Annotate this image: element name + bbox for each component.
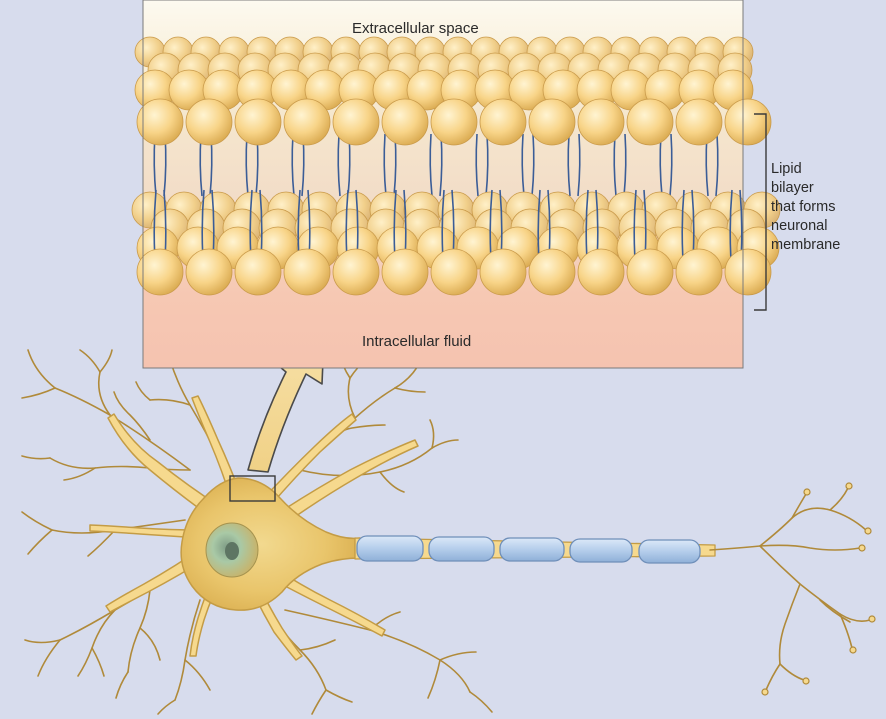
lipid-head xyxy=(676,99,722,145)
lipid-head xyxy=(186,99,232,145)
myelin-sheath xyxy=(357,536,700,563)
lipid-head xyxy=(333,249,379,295)
lipid-head xyxy=(480,99,526,145)
lipid-head xyxy=(235,249,281,295)
lipid-head xyxy=(529,99,575,145)
lipid-head xyxy=(235,99,281,145)
nucleolus xyxy=(225,542,239,560)
lipid-label-line: bilayer xyxy=(771,179,881,198)
lipid-head xyxy=(382,249,428,295)
lipid-head xyxy=(186,249,232,295)
lipid-label-line: membrane xyxy=(771,236,881,255)
membrane-inset xyxy=(132,0,780,368)
lipid-head xyxy=(382,99,428,145)
lipid-head xyxy=(725,249,771,295)
lipid-head xyxy=(137,249,183,295)
lipid-head xyxy=(676,249,722,295)
lipid-head xyxy=(137,99,183,145)
extracellular-space-label: Extracellular space xyxy=(352,21,479,36)
lipid-head xyxy=(333,99,379,145)
lipid-label-line: neuronal xyxy=(771,217,881,236)
lipid-label-line: Lipid xyxy=(771,160,881,179)
lipid-head xyxy=(627,249,673,295)
intracellular-fluid-label: Intracellular fluid xyxy=(362,334,471,349)
lipid-head xyxy=(431,99,477,145)
lipid-head xyxy=(284,249,330,295)
lipid-head xyxy=(284,99,330,145)
lipid-head xyxy=(627,99,673,145)
lipid-head xyxy=(480,249,526,295)
lipid-label-line: that forms xyxy=(771,198,881,217)
lipid-head xyxy=(578,99,624,145)
lipid-bilayer-label: Lipid bilayer that forms neuronal membra… xyxy=(771,160,881,255)
lipid-head xyxy=(529,249,575,295)
lipid-head xyxy=(578,249,624,295)
lipid-head xyxy=(431,249,477,295)
lipid-head xyxy=(725,99,771,145)
